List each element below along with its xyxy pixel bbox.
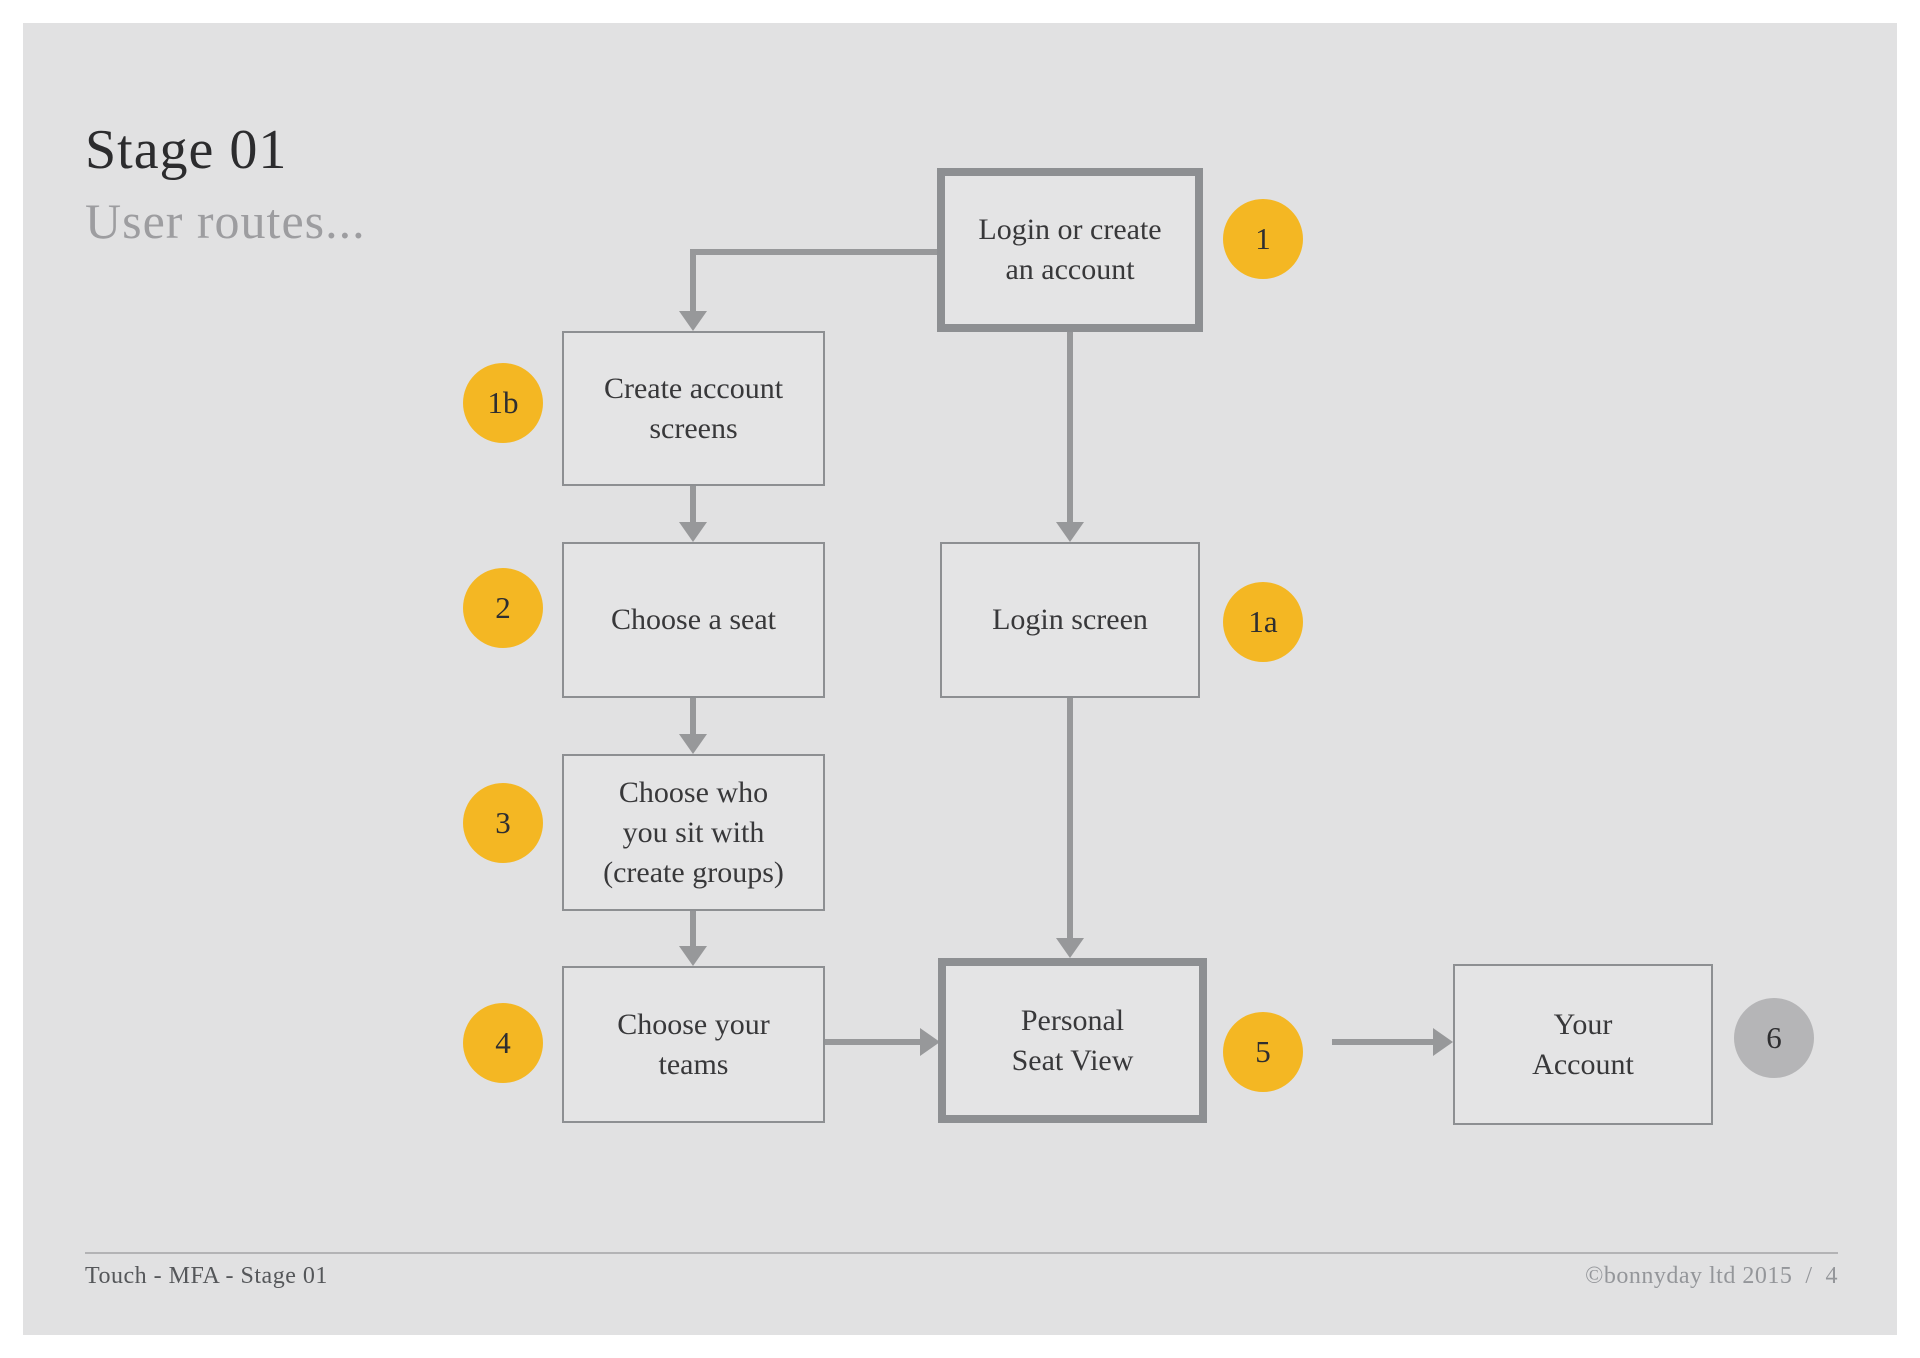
badge-label: 2 — [495, 590, 511, 625]
flow-node-choose-a-seat: Choose a seat — [562, 542, 825, 698]
connector-line — [690, 698, 696, 734]
step-badge-6: 6 — [1734, 998, 1814, 1078]
badge-label: 5 — [1255, 1034, 1271, 1069]
badge-label: 4 — [495, 1025, 511, 1060]
badge-label: 1b — [487, 385, 519, 420]
flow-node-login-or-create: Login or create an account — [937, 168, 1203, 332]
node-label: Personal Seat View — [1011, 1003, 1134, 1077]
connector-line — [825, 1039, 920, 1045]
footer-breadcrumb: Touch - MFA - Stage 01 — [85, 1263, 328, 1289]
flow-node-personal-seat-view: Personal Seat View — [938, 958, 1207, 1123]
arrowhead-down-icon — [679, 734, 707, 754]
connector-line — [690, 911, 696, 946]
connector-line — [690, 249, 940, 255]
connector-line — [1067, 698, 1073, 938]
node-label: Choose your teams — [617, 1007, 770, 1081]
connector-line — [1332, 1039, 1433, 1045]
step-badge-4: 4 — [463, 1003, 543, 1083]
badge-label: 6 — [1766, 1020, 1782, 1055]
connector-line — [1067, 332, 1073, 522]
connector-line — [690, 486, 696, 522]
arrowhead-down-icon — [679, 522, 707, 542]
footer-divider — [85, 1252, 1838, 1254]
node-label: Your Account — [1532, 1007, 1634, 1081]
page-title: Stage 01 — [85, 119, 288, 181]
footer-separator: / — [1805, 1263, 1813, 1289]
page-subtitle: User routes... — [85, 193, 366, 249]
node-label: Choose who you sit with (create groups) — [603, 775, 784, 889]
arrowhead-down-icon — [679, 311, 707, 331]
arrowhead-right-icon — [920, 1028, 940, 1056]
arrowhead-down-icon — [1056, 522, 1084, 542]
badge-label: 3 — [495, 805, 511, 840]
badge-label: 1 — [1255, 221, 1271, 256]
step-badge-1: 1 — [1223, 199, 1303, 279]
step-badge-2: 2 — [463, 568, 543, 648]
arrowhead-right-icon — [1433, 1028, 1453, 1056]
arrowhead-down-icon — [1056, 938, 1084, 958]
step-badge-1a: 1a — [1223, 582, 1303, 662]
footer-copyright: ©bonnyday ltd 2015 — [1585, 1263, 1793, 1289]
flow-node-choose-who-you-sit-with: Choose who you sit with (create groups) — [562, 754, 825, 911]
step-badge-1b: 1b — [463, 363, 543, 443]
node-label: Login screen — [992, 603, 1148, 636]
flow-node-choose-your-teams: Choose your teams — [562, 966, 825, 1123]
badge-label: 1a — [1248, 604, 1278, 639]
flow-node-login-screen: Login screen — [940, 542, 1200, 698]
step-badge-5: 5 — [1223, 1012, 1303, 1092]
footer-meta: ©bonnyday ltd 2015 / 4 — [1585, 1263, 1838, 1290]
node-label: Create account screens — [603, 371, 784, 445]
flow-node-your-account: Your Account — [1453, 964, 1713, 1125]
step-badge-3: 3 — [463, 783, 543, 863]
footer-page-number: 4 — [1825, 1263, 1838, 1289]
arrowhead-down-icon — [679, 946, 707, 966]
connector-line — [690, 249, 696, 311]
node-label: Choose a seat — [611, 603, 776, 636]
flow-node-create-account-screens: Create account screens — [562, 331, 825, 486]
node-label: Login or create an account — [978, 213, 1162, 286]
